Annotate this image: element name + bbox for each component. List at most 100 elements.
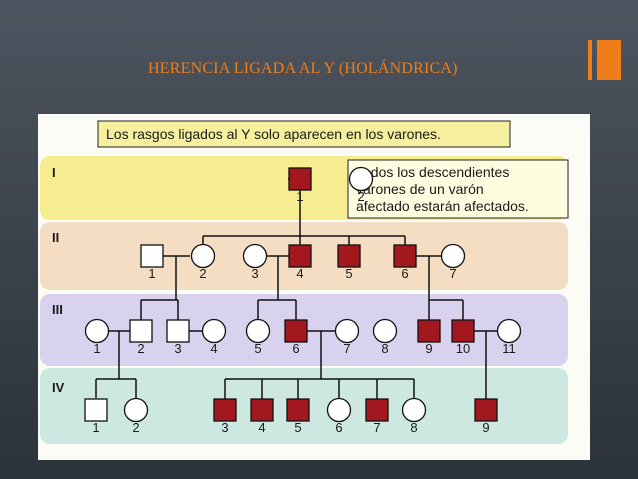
individual-IV-6: 6 <box>326 397 352 435</box>
individual-IV-9: 9 <box>474 398 498 435</box>
individual-II-7: 7 <box>440 243 466 281</box>
individual-IV-1: 1 <box>84 398 108 435</box>
female-circle <box>334 318 360 344</box>
individual-number: 5 <box>345 266 352 281</box>
callout-box <box>347 159 569 219</box>
generation-label-II: II <box>52 230 59 245</box>
female-circle <box>372 318 398 344</box>
individual-IV-5: 5 <box>286 398 310 435</box>
female-circle <box>440 243 466 269</box>
male-square <box>140 244 164 268</box>
individual-III-4: 4 <box>201 318 227 356</box>
affected-male-square <box>474 398 498 422</box>
individual-IV-7: 7 <box>365 398 389 435</box>
individual-number: 4 <box>296 266 303 281</box>
individual-number: 1 <box>296 189 303 204</box>
female-circle <box>348 166 374 192</box>
female-circle <box>123 397 149 423</box>
individual-number: 9 <box>425 341 432 356</box>
affected-male-square <box>250 398 274 422</box>
individual-III-3: 3 <box>166 319 190 356</box>
individual-IV-8: 8 <box>401 397 427 435</box>
female-circle <box>242 243 268 269</box>
female-circle <box>496 318 522 344</box>
individual-number: 1 <box>148 266 155 281</box>
individual-III-5: 5 <box>245 318 271 356</box>
individual-I-2: 2 <box>348 166 374 204</box>
individual-number: 3 <box>174 341 181 356</box>
callout-line-3: afectado estarán afectados. <box>356 198 529 214</box>
affected-male-square <box>451 319 475 343</box>
individual-number: 2 <box>137 341 144 356</box>
affected-male-square <box>288 167 312 191</box>
callout-line-1: Todos los descendientes <box>356 164 509 180</box>
individual-number: 1 <box>92 420 99 435</box>
affected-male-square <box>365 398 389 422</box>
individual-number: 4 <box>258 420 265 435</box>
individual-number: 11 <box>502 341 516 356</box>
individual-IV-2: 2 <box>123 397 149 435</box>
affected-male-square <box>417 319 441 343</box>
individual-number: 8 <box>410 420 417 435</box>
affected-male-square <box>213 398 237 422</box>
affected-male-square <box>288 244 312 268</box>
individual-II-5: 5 <box>337 244 361 281</box>
individual-number: 3 <box>221 420 228 435</box>
individual-III-7: 7 <box>334 318 360 356</box>
individual-IV-3: 3 <box>213 398 237 435</box>
affected-male-square <box>337 244 361 268</box>
individual-number: 4 <box>210 341 217 356</box>
female-circle <box>201 318 227 344</box>
banner-box <box>97 120 511 148</box>
individual-number: 6 <box>401 266 408 281</box>
individual-III-1: 1 <box>84 318 110 356</box>
generation-label-III: III <box>52 302 63 317</box>
individual-II-1: 1 <box>140 244 164 281</box>
banner-text: Los rasgos ligados al Y solo aparecen en… <box>106 126 441 142</box>
female-circle <box>401 397 427 423</box>
male-square <box>129 319 153 343</box>
individual-number: 6 <box>292 341 299 356</box>
individual-II-4: 4 <box>288 244 312 281</box>
individual-III-11: 11 <box>496 318 522 356</box>
individual-II-3: 3 <box>242 243 268 281</box>
pedigree-lines <box>95 178 498 399</box>
individual-number: 7 <box>373 420 380 435</box>
individual-I-1: 1 <box>288 167 312 204</box>
individual-II-2: 2 <box>190 243 216 281</box>
individual-III-10: 10 <box>451 319 475 356</box>
pedigree-figure: I II III IV Los rasgos ligados al Y solo… <box>38 114 590 460</box>
individual-number: 2 <box>357 189 364 204</box>
accent-bar-thick <box>597 40 621 80</box>
individual-number: 5 <box>254 341 261 356</box>
individual-III-2: 2 <box>129 319 153 356</box>
pedigree-chart: I II III IV Los rasgos ligados al Y solo… <box>40 120 569 444</box>
female-circle <box>190 243 216 269</box>
affected-male-square <box>393 244 417 268</box>
individual-number: 1 <box>93 341 100 356</box>
affected-male-square <box>284 319 308 343</box>
individual-number: 5 <box>294 420 301 435</box>
individual-II-6: 6 <box>393 244 417 281</box>
individual-III-6: 6 <box>284 319 308 356</box>
slide-title: HERENCIA LIGADA AL Y (HOLÁNDRICA) <box>148 60 458 77</box>
female-circle <box>84 318 110 344</box>
female-circle <box>245 318 271 344</box>
female-circle <box>326 397 352 423</box>
affected-male-square <box>286 398 310 422</box>
generation-label-I: I <box>52 165 56 180</box>
individual-III-8: 8 <box>372 318 398 356</box>
individual-number: 7 <box>343 341 350 356</box>
individual-number: 7 <box>449 266 456 281</box>
generation-label-IV: IV <box>52 380 65 395</box>
male-square <box>84 398 108 422</box>
individual-number: 10 <box>456 341 470 356</box>
individual-number: 9 <box>482 420 489 435</box>
individual-number: 2 <box>132 420 139 435</box>
male-square <box>166 319 190 343</box>
individual-III-9: 9 <box>417 319 441 356</box>
accent-bar-thin <box>588 40 592 80</box>
individual-number: 3 <box>251 266 258 281</box>
individual-number: 2 <box>199 266 206 281</box>
